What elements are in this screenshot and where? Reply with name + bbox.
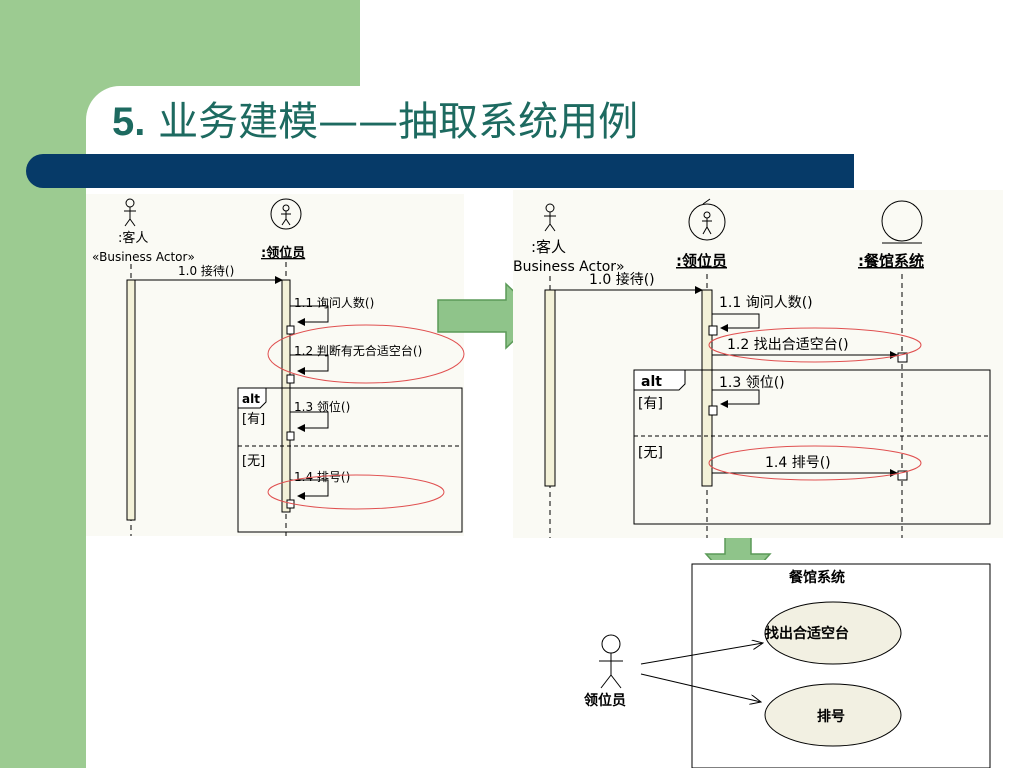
business-worker-icon [688,198,726,241]
actor-stereotype: Business Actor» [513,259,625,275]
message-label: 1.0 接待() [589,271,655,288]
worker-name: :领位员 [261,245,305,261]
guard-no: [无] [638,445,663,461]
title-number: 5. [112,100,146,144]
use-case-ellipse [764,683,902,747]
message-label: 1.4 排号() [294,470,350,484]
system-boundary [691,563,991,768]
system-boundary-label: 餐馆系统 [788,569,845,586]
actor-label: 领位员 [584,692,626,709]
business-worker-icon [270,198,302,230]
message-label: 1.1 询问人数() [294,295,374,310]
title-text: 业务建模——抽取系统用例 [145,99,639,145]
worker-activation-bar [281,279,291,513]
right-sequence-diagram: :客人 Business Actor» :领位员 :餐馆系统 1.0 接待() [513,190,1003,538]
message-label: 1.2 找出合适空台() [727,337,849,353]
message-label: 1.4 排号() [765,455,831,471]
guard-yes: [有] [242,412,265,427]
message-label: 1.0 接待() [178,263,234,278]
actor-name: :客人 [531,238,566,256]
highlight-ellipse [267,474,445,510]
use-case-diagram: 餐馆系统 领位员 找出合适空台 排号 [575,560,993,768]
actor-activation-bar [126,279,136,521]
left-sequence-diagram: :客人 «Business Actor» :领位员 1.0 接待() [86,194,465,536]
system-entity-icon [881,200,923,244]
system-name: :餐馆系统 [858,252,924,270]
actor-activation-bar [544,289,556,487]
message-label: 1.3 领位() [719,375,785,391]
message-label: 1.1 询问人数() [719,295,813,311]
highlight-ellipse [708,445,922,481]
message-label: 1.2 判断有无合适空台() [294,343,422,358]
green-left-band [0,0,86,768]
actor-stick-figure-icon [599,634,623,689]
actor-stick-figure-icon [544,203,556,232]
slide-title: 5. 业务建模——抽取系统用例 [112,94,638,150]
actor-name: :客人 [118,230,148,246]
worker-name: :领位员 [676,252,727,270]
title-underline-bar [26,154,854,188]
use-case-label: 找出合适空台 [765,625,849,642]
alt-fragment [633,369,991,525]
actor-stick-figure-icon [124,198,136,227]
use-case-label: 排号 [817,708,845,725]
guard-yes: [有] [638,396,663,412]
worker-activation-bar [701,289,713,487]
highlight-ellipse [267,324,465,384]
use-case-ellipse [764,601,902,665]
highlight-ellipse [708,327,922,363]
actor-stereotype: «Business Actor» [92,250,195,264]
alt-fragment [237,387,463,533]
message-label: 1.3 领位() [294,399,350,414]
fragment-label: alt [641,374,662,390]
fragment-label: alt [242,392,260,406]
guard-no: [无] [242,454,265,469]
